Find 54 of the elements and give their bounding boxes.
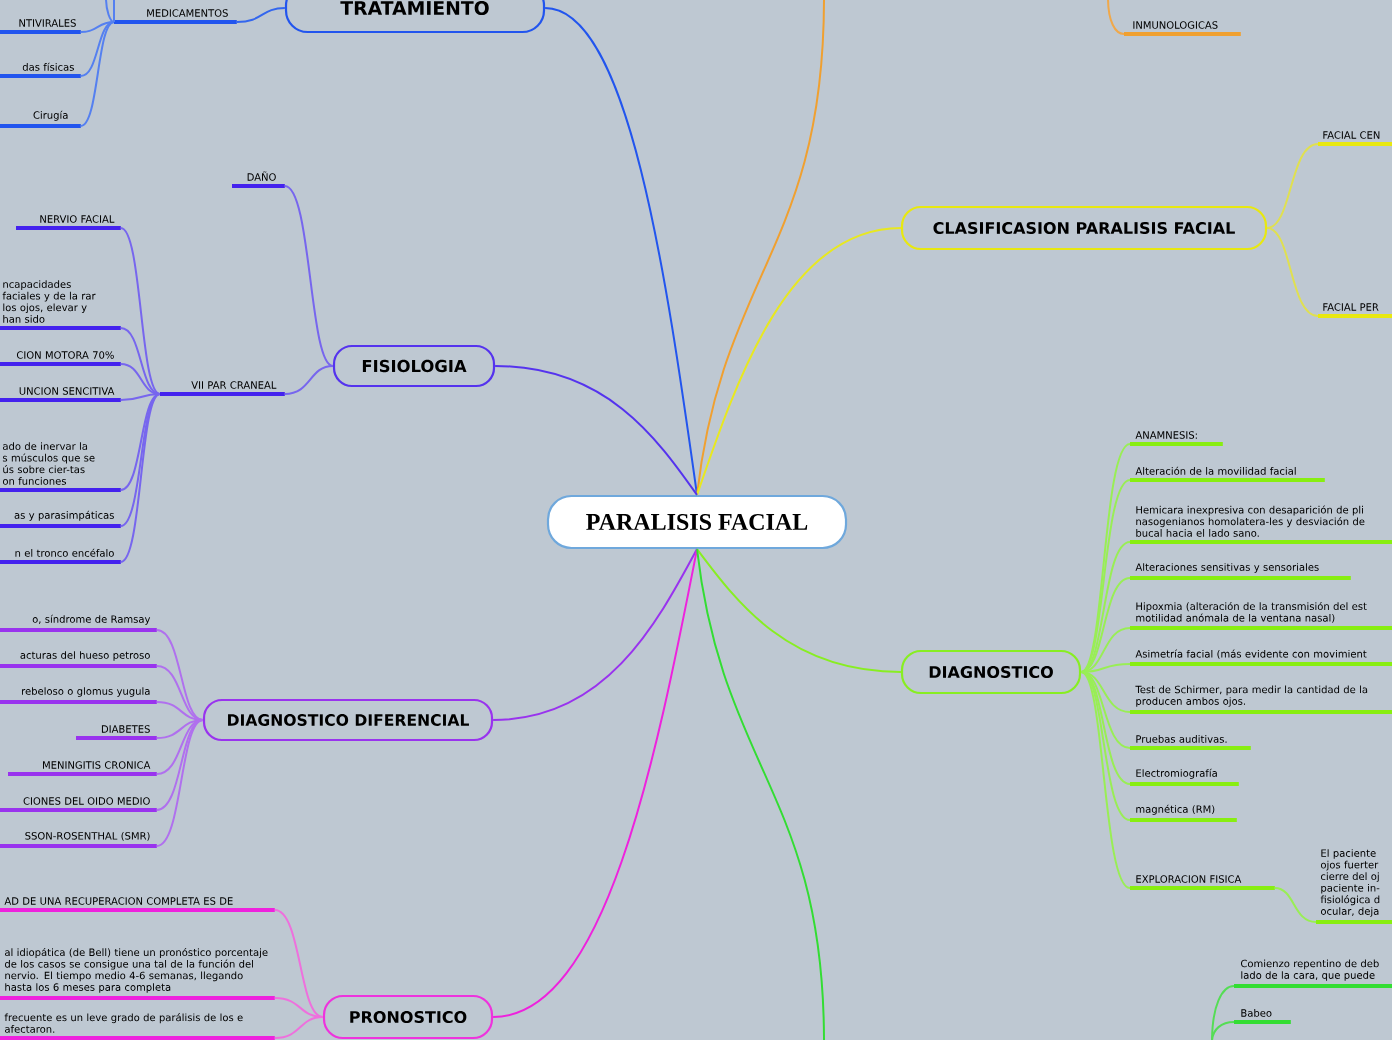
branch-line bbox=[283, 185, 334, 367]
branch-line bbox=[119, 327, 161, 395]
branch-line bbox=[696, 0, 825, 496]
branch-line bbox=[544, 7, 698, 496]
branch-line bbox=[79, 21, 115, 127]
branch-line bbox=[105, 0, 115, 23]
branch-line bbox=[119, 393, 161, 563]
branch-line bbox=[79, 21, 115, 33]
branch-line bbox=[1107, 0, 1125, 35]
branch-line bbox=[1266, 143, 1319, 229]
branch-line bbox=[1080, 671, 1131, 785]
branch-line bbox=[1266, 227, 1319, 317]
branch-line bbox=[1080, 479, 1131, 673]
branch-line bbox=[235, 7, 286, 23]
branch-line bbox=[119, 393, 161, 491]
branch-line bbox=[1080, 671, 1131, 821]
branch-line bbox=[1211, 985, 1235, 1040]
branch-line bbox=[696, 548, 902, 673]
branch-line bbox=[1080, 671, 1131, 713]
branch-line bbox=[273, 1016, 324, 1039]
branch-line bbox=[273, 997, 324, 1018]
branch-line bbox=[119, 227, 161, 395]
branch-line bbox=[696, 548, 825, 1040]
topic-box: FISIOLOGIA bbox=[332, 344, 496, 388]
branch-line bbox=[492, 548, 698, 1018]
branch-line bbox=[1080, 663, 1131, 673]
branch-line bbox=[283, 365, 334, 395]
topic-box: TRATAMIENTO bbox=[284, 0, 546, 34]
branch-line bbox=[1080, 671, 1131, 889]
branch-line bbox=[1080, 577, 1131, 673]
branch-line bbox=[155, 665, 204, 721]
branch-line bbox=[119, 363, 161, 395]
branch-line bbox=[79, 21, 115, 77]
branch-line bbox=[155, 719, 204, 847]
central-topic-box: PARALISIS FACIAL bbox=[546, 494, 848, 550]
branch-line bbox=[155, 629, 204, 721]
branch-line bbox=[1273, 887, 1317, 923]
branch-line bbox=[155, 701, 204, 721]
branch-line bbox=[113, 0, 115, 23]
branch-line bbox=[492, 548, 698, 721]
branch-line bbox=[119, 393, 161, 527]
topic-box: PRONOSTICO bbox=[322, 994, 494, 1040]
branch-line bbox=[155, 719, 204, 739]
topic-box: DIAGNOSTICO bbox=[900, 649, 1082, 695]
topic-box: CLASIFICASION PARALISIS FACIAL bbox=[900, 205, 1268, 251]
branch-line bbox=[494, 365, 698, 496]
branch-line bbox=[696, 227, 902, 496]
branch-line bbox=[1080, 443, 1131, 673]
branch-line bbox=[155, 719, 204, 775]
branch-line bbox=[119, 393, 161, 401]
branch-line bbox=[273, 909, 324, 1018]
branch-line bbox=[155, 719, 204, 811]
branch-line bbox=[1080, 541, 1131, 673]
branch-line bbox=[1211, 1021, 1235, 1040]
